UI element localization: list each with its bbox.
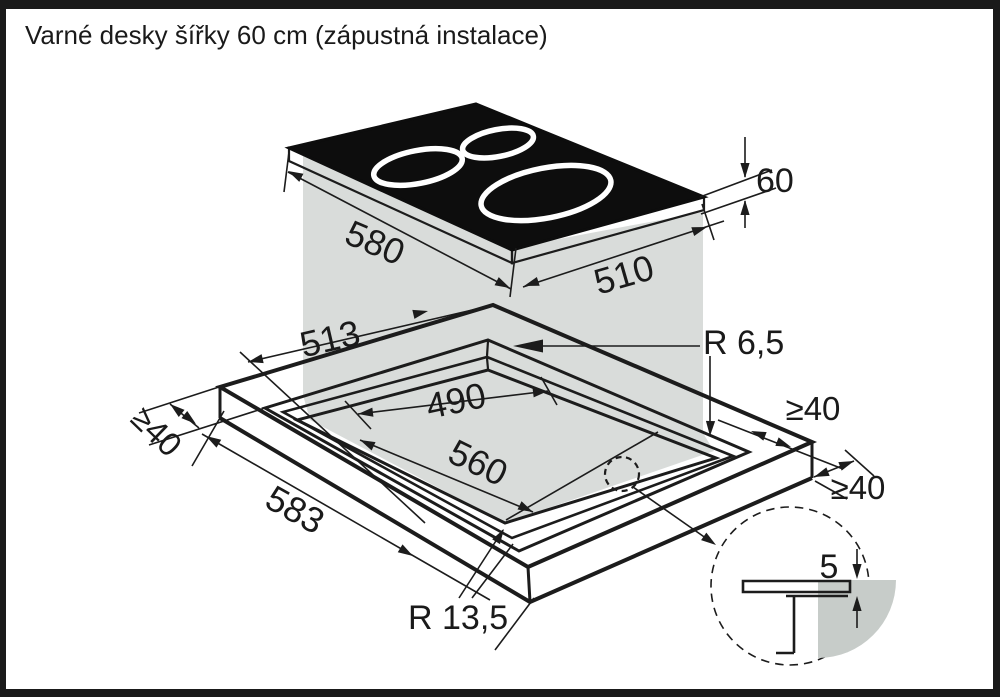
dim-label-clearance-right-top: ≥40 xyxy=(786,390,841,427)
burner-ring-rear xyxy=(459,125,537,161)
dim-label-inner-radius: R 13,5 xyxy=(408,599,508,637)
dim-label-glass-thickness: 5 xyxy=(820,548,839,586)
dim-label-hob-height: 60 xyxy=(756,162,794,200)
worktop-corner-edges xyxy=(218,387,814,603)
dim-label-worktop-width: 583 xyxy=(259,477,331,542)
hob-dimensions: 580 510 60 xyxy=(283,137,794,303)
recess-step-ticks xyxy=(485,340,490,370)
installation-diagram: 580 510 60 513 ≥40 583 xyxy=(124,102,896,666)
hob-glass-surface xyxy=(284,102,709,252)
worktop-linework xyxy=(215,302,818,605)
worktop-front-right-face xyxy=(528,442,812,602)
recess-opening-outline xyxy=(261,338,753,553)
burner-ring-front xyxy=(478,162,614,224)
figure-title: Varné desky šířky 60 cm (zápustná instal… xyxy=(25,20,548,50)
detail-circle: 5 xyxy=(710,506,896,666)
dim-label-recess-radius: R 6,5 xyxy=(703,324,784,362)
cutout-wall-line xyxy=(776,597,796,655)
cabinet-column xyxy=(303,149,714,523)
burner-ring-left xyxy=(370,145,466,189)
glass-section xyxy=(741,579,852,594)
detail-marker-circle xyxy=(603,455,641,493)
dim-label-clearance-right-bottom: ≥40 xyxy=(831,469,886,506)
cutout-hole-outline xyxy=(292,368,721,525)
recess-floor-outline xyxy=(279,355,737,540)
worktop-front-left-face xyxy=(220,387,530,602)
